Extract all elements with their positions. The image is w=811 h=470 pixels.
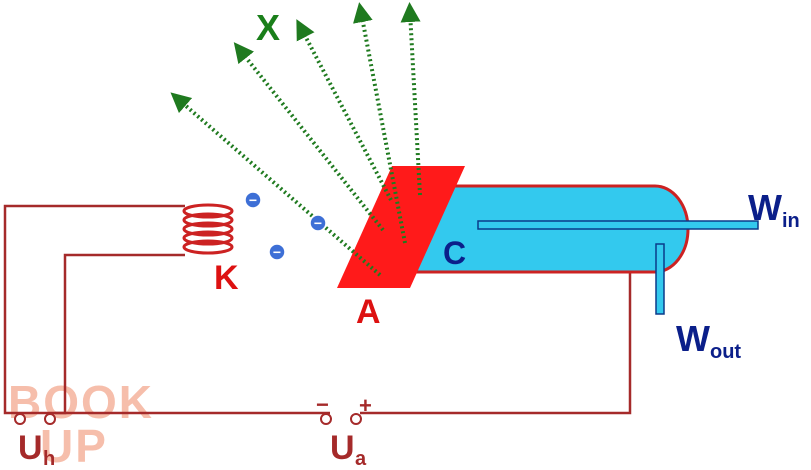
water-out-pipe (655, 243, 665, 315)
water-in-pipe (477, 220, 759, 230)
label-w-in: W in (748, 187, 800, 232)
label-u-a-sub: a (355, 448, 367, 470)
terminals (14, 413, 362, 425)
watermark-line1: BOOK (8, 376, 154, 428)
x-ray-beam-2 (233, 42, 385, 232)
label-a: A (356, 293, 381, 331)
x-ray-beam-3 (296, 19, 393, 201)
electron-1: − (244, 191, 262, 209)
x-ray-beam-4 (353, 2, 407, 244)
label-w-in-main: W (748, 187, 782, 228)
electrons: − − − (244, 191, 327, 261)
watermark-line2: UP (40, 420, 108, 470)
terminal-uh-right (44, 413, 56, 425)
label-k: K (214, 259, 239, 297)
label-u-h: U h (18, 429, 55, 470)
label-w-in-sub: in (782, 210, 800, 232)
electron-3: − (268, 243, 286, 261)
electron-3-sign: − (273, 244, 281, 260)
label-x: X (256, 7, 280, 48)
label-u-h-main: U (18, 429, 43, 467)
electron-2-sign: − (314, 215, 322, 231)
electron-1-sign: − (249, 192, 257, 208)
x-ray-beam-5 (400, 2, 422, 196)
cathode-filament-coil (182, 203, 234, 255)
label-u-a-main: U (330, 429, 355, 467)
label-w-out-sub: out (710, 341, 741, 363)
water-pipes (477, 220, 759, 315)
watermark: BOOK UP (8, 376, 154, 470)
label-w-out: W out (676, 318, 741, 363)
label-w-out-main: W (676, 318, 710, 359)
label-minus: − (316, 392, 329, 417)
heater-wire-outer (3, 204, 185, 415)
label-u-h-sub: h (43, 448, 55, 470)
label-u-a: U a (330, 429, 367, 470)
x-ray-beams (170, 2, 422, 277)
terminal-uh-left (14, 413, 26, 425)
tube-return-wire (360, 268, 632, 415)
terminal-ua-minus (320, 413, 332, 425)
label-c: C (443, 235, 466, 271)
circuit-wires (3, 204, 632, 415)
label-plus: + (359, 393, 372, 418)
terminal-ua-plus (350, 413, 362, 425)
electron-2: − (309, 214, 327, 232)
